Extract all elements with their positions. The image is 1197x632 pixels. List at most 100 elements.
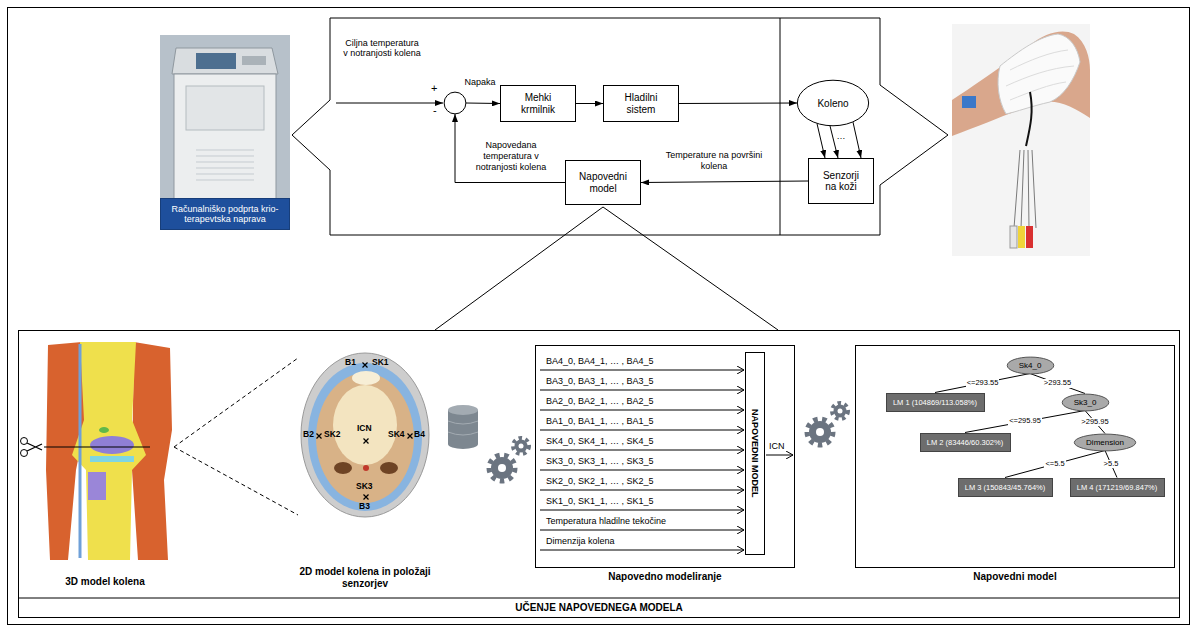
node-text: Dimension (1086, 438, 1124, 447)
process-box: Hladilni sistem (603, 85, 679, 122)
edge-label: Napaka (458, 77, 502, 88)
knee-cross-section (301, 353, 429, 517)
tree-split-node: Dimension (1074, 434, 1136, 451)
database-base (448, 439, 478, 449)
edge-label: >293.55 (1043, 379, 1072, 387)
input-arrow (540, 510, 744, 511)
gear-body (809, 421, 831, 443)
gear-body (491, 457, 513, 479)
edge-label: <=5.5 (1044, 460, 1065, 468)
model-input: Temperatura hladilne tekočine (546, 516, 666, 526)
input-arrow (540, 450, 744, 451)
outer-frame (8, 8, 1190, 625)
model-input: BA1_0, BA1_1, … , BA1_5 (546, 416, 654, 426)
connector (1005, 451, 1105, 478)
device-photo (160, 35, 290, 230)
photo-background (160, 35, 290, 230)
node-text: Koleno (817, 98, 848, 109)
sensor-plug (1010, 226, 1017, 248)
gear-teeth (489, 455, 515, 481)
node-text: Sk3_0 (1074, 398, 1097, 407)
control-loop-callout (292, 18, 780, 235)
sensor-label: B3 (359, 502, 370, 512)
cooling-wrap (998, 34, 1080, 114)
connector (830, 126, 838, 158)
sensor-label: B2 (303, 430, 314, 440)
input-arrow (540, 430, 744, 431)
leg (952, 31, 1090, 136)
figure-caption: 2D model kolena in položaji senzorjev (290, 566, 440, 589)
bone (333, 385, 397, 465)
model-output: ICN (769, 441, 785, 451)
sensor-label: SK2 (324, 430, 341, 440)
edge-label: >5.5 (1103, 460, 1120, 468)
sensor-label: B1 (345, 358, 356, 368)
skin-layer (301, 353, 429, 517)
tree-leaf-box: LM 1 (104869/113.058%) (886, 393, 985, 412)
gear-teeth (832, 403, 848, 419)
node-text: Mehki krmilnik (509, 92, 567, 115)
device-body (174, 74, 276, 200)
node-text: + (431, 83, 437, 94)
database-top (448, 405, 478, 415)
node-text: Napovedni model (836, 571, 1194, 582)
sensor-plug (1018, 226, 1025, 248)
input-arrow (540, 390, 744, 391)
tissue (79, 344, 82, 558)
sensor-plug (1026, 226, 1033, 248)
node-text: Hladilni sistem (612, 92, 670, 115)
scissors-icon (21, 438, 43, 457)
model-input: BA4_0, BA4_1, … , BA4_5 (546, 356, 654, 366)
device-label: Računalniško podprta krio-terapevtska na… (160, 198, 290, 230)
ellipsis-mark: … (834, 131, 848, 141)
section-frame: Napovedni modelSk4_0LM 1 (104869/113.058… (855, 345, 1175, 568)
muscle (46, 342, 86, 560)
input-arrow (540, 470, 744, 471)
bone (72, 342, 146, 560)
input-arrow (540, 370, 744, 371)
node-text: - (433, 105, 437, 116)
scissors-ring (21, 438, 28, 445)
gear-body (515, 440, 528, 453)
fat-layer (308, 363, 422, 511)
model-input: SK2_0, SK2_1, … , SK2_5 (546, 476, 654, 486)
model-input: BA2_0, BA2_1, … , BA2_5 (546, 396, 654, 406)
tendon (334, 462, 352, 474)
sensor-label: SK1 (372, 358, 389, 368)
process-box: Senzorji na koži (808, 158, 874, 204)
projection-lines (174, 358, 298, 515)
device-screen (196, 53, 236, 69)
gear-hole (838, 409, 843, 414)
connector (817, 124, 825, 158)
node-text: Računalniško podprta krio-terapevtska na… (166, 204, 284, 225)
node-outline-ellipse (1074, 434, 1135, 451)
sensor-marks (317, 363, 413, 500)
learning-panel: UČENJE NAPOVEDNEGA MODELANapovedno model… (18, 330, 1180, 618)
sensor-label: SK3 (356, 482, 373, 492)
model-input: BA3_0, BA3_1, … , BA3_5 (546, 376, 654, 386)
node-text: Napovedni model (574, 171, 632, 194)
model-box: NAPOVEDNI MODEL (745, 352, 765, 555)
node-text: Senzorji na koži (817, 170, 865, 193)
process-box: Mehki krmilnik (500, 85, 576, 122)
input-arrow (540, 490, 744, 491)
connector (679, 103, 797, 105)
photo-background (952, 24, 1090, 256)
cut-line (44, 446, 150, 447)
node-outline-ellipse (444, 92, 466, 114)
node-text: LM 2 (83446/60.302%) (927, 438, 1003, 447)
node-text: Napovedno modeliranje (516, 571, 814, 582)
node-outline-ellipse (797, 80, 868, 126)
node-outline-ellipse (1062, 394, 1109, 411)
leader-line (1026, 92, 1032, 146)
model-input: SK1_0, SK1_1, … , SK1_5 (546, 496, 654, 506)
connector (965, 411, 1085, 433)
node-text: NAPOVEDNI MODEL (750, 409, 760, 498)
summing-junction: +- (444, 92, 466, 114)
node-text: Sk4_0 (1019, 361, 1042, 370)
node-text: LM 1 (104869/113.058%) (893, 398, 977, 407)
sensor-wires (1014, 150, 1036, 228)
edge-label: <=293.55 (966, 379, 1000, 387)
knee-3d-model (46, 342, 172, 560)
